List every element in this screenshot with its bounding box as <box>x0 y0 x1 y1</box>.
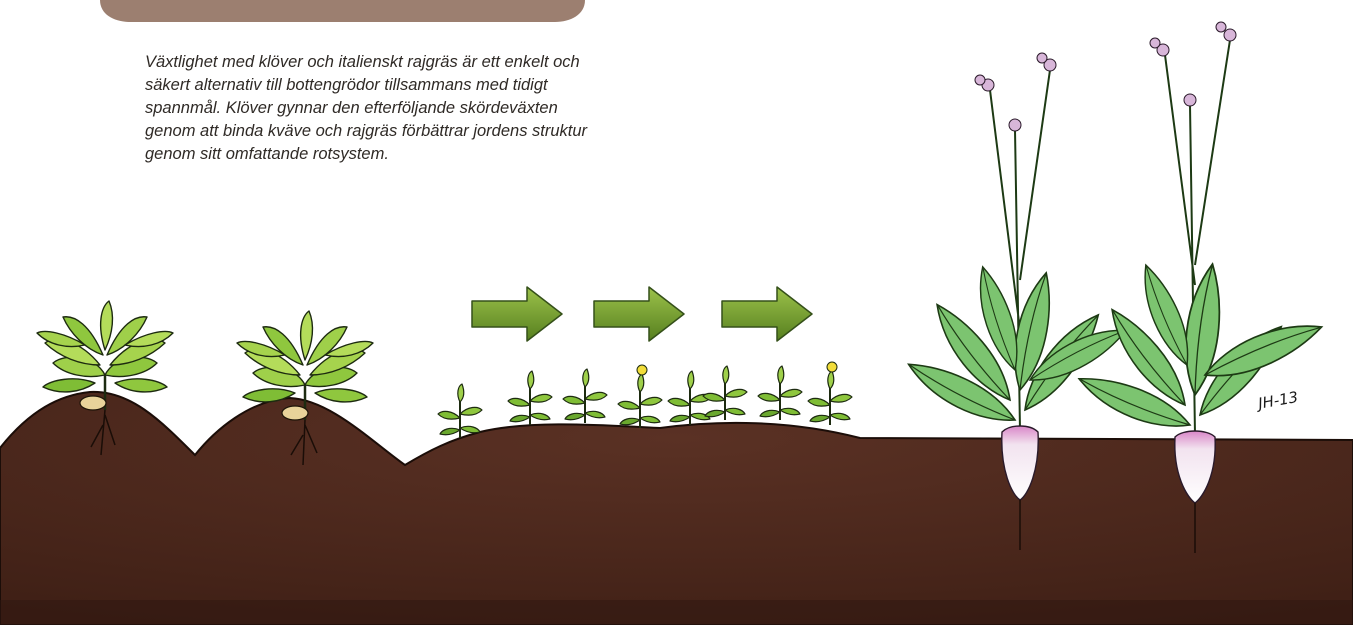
arrow-right-icon <box>722 287 812 341</box>
arrow-right-icon <box>472 287 562 341</box>
banner-edge <box>100 0 585 22</box>
seedling-icon <box>508 371 552 425</box>
arrow-right-icon <box>594 287 684 341</box>
seedling-icon <box>808 362 852 425</box>
soil <box>0 392 1353 625</box>
seedling-icon <box>703 366 747 420</box>
seedling-icon <box>758 366 802 420</box>
seedling-icon <box>618 365 662 428</box>
signature: JH-13 <box>1254 388 1300 413</box>
seedling-icon <box>563 369 607 423</box>
seedling-icon <box>438 384 482 438</box>
caption-text: Växtlighet med klöver och italienskt raj… <box>145 51 605 166</box>
